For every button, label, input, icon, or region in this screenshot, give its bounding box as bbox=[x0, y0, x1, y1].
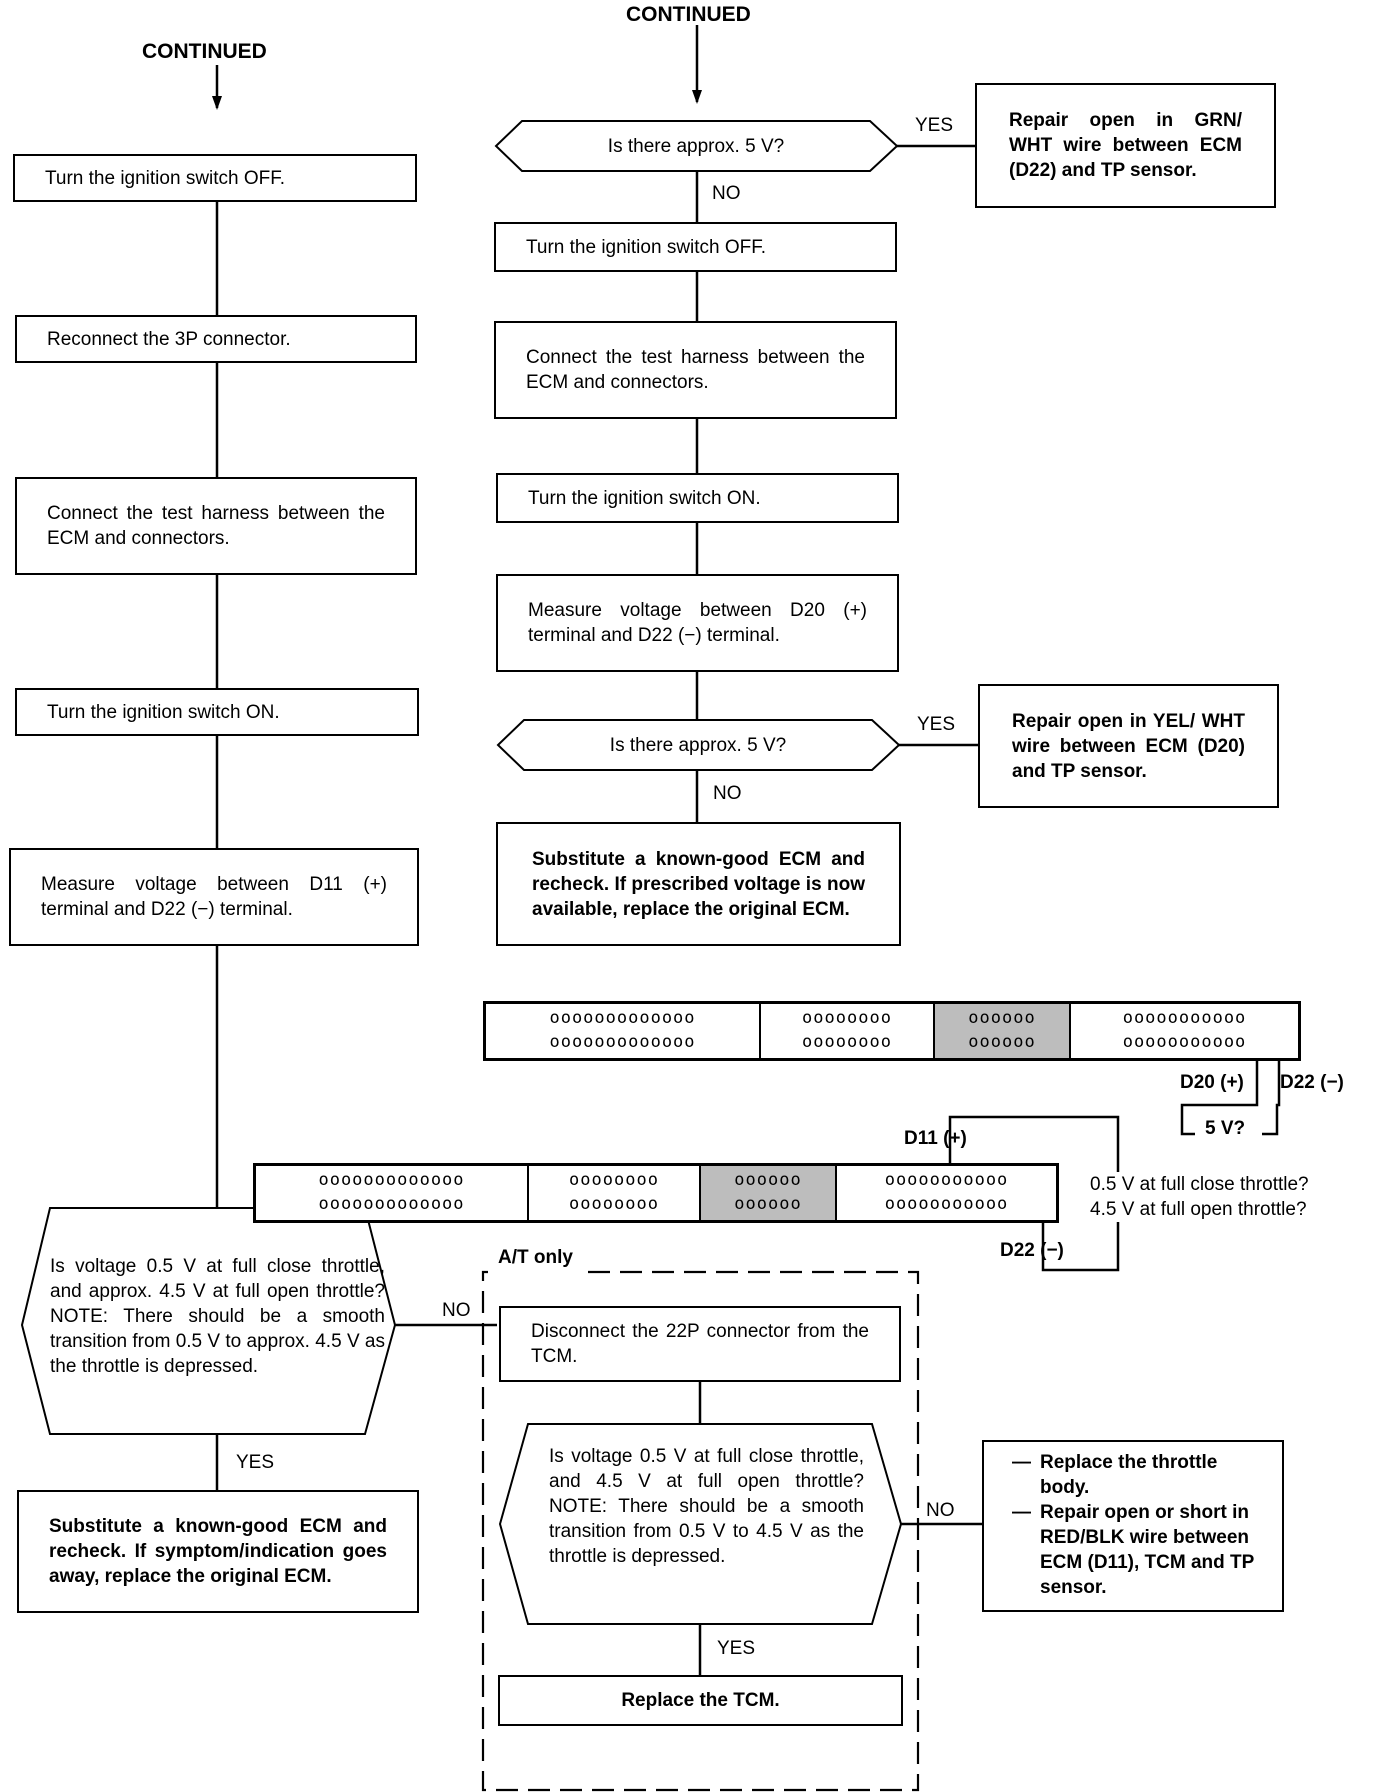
right-result-repair-yel-wht: Repair open in YEL/ WHT wire between ECM… bbox=[978, 684, 1279, 808]
right-decision2-text: Is there approx. 5 V? bbox=[609, 735, 787, 756]
at-result-replace-tcm: Replace the TCM. bbox=[498, 1675, 903, 1726]
right-decision2-yes-label: YES bbox=[917, 714, 956, 735]
top-d20-terminal-label: D20 (+) bbox=[1180, 1072, 1244, 1093]
at-decision-shape bbox=[498, 1423, 903, 1625]
top-meter-wiring-right bbox=[1262, 1046, 1281, 1136]
bottom-d22-terminal-label: D22 (−) bbox=[1000, 1240, 1064, 1261]
left-step-ignition-off: Turn the ignition switch OFF. bbox=[13, 154, 417, 202]
bullet-repair-red-blk-wire: —Repair open or short in RED/BLK wire be… bbox=[1012, 1502, 1254, 1598]
left-step-ignition-on: Turn the ignition switch ON. bbox=[15, 688, 419, 736]
top-d22-terminal-label: D22 (−) bbox=[1280, 1072, 1344, 1093]
at-step-disconnect-22p: Disconnect the 22P connector from the TC… bbox=[499, 1306, 901, 1382]
left-step-reconnect-3p: Reconnect the 3P connector. bbox=[15, 315, 417, 363]
right-step-connect-harness: Connect the test harness between the ECM… bbox=[494, 321, 897, 419]
top-meter-wiring bbox=[1180, 1046, 1259, 1136]
right-step-ignition-on: Turn the ignition switch ON. bbox=[496, 473, 899, 523]
left-step-measure-d11: Measure voltage between D11 (+) terminal… bbox=[9, 848, 419, 946]
bottom-meter-reading-text: 0.5 V at full close throttle?4.5 V at fu… bbox=[1088, 1172, 1311, 1222]
right-step-measure-d20: Measure voltage between D20 (+) terminal… bbox=[496, 574, 899, 672]
right-decision2-shape bbox=[496, 719, 901, 771]
right-step-ignition-off: Turn the ignition switch OFF. bbox=[494, 222, 897, 272]
left-yes-label: YES bbox=[236, 1452, 275, 1473]
left-decision-text: Is voltage 0.5 V at full close throttle,… bbox=[50, 1256, 385, 1377]
left-decision-shape bbox=[20, 1207, 397, 1435]
left-no-label: NO bbox=[442, 1300, 471, 1321]
right-result-repair-grn-wht: Repair open in GRN/ WHT wire between ECM… bbox=[975, 83, 1276, 208]
at-only-frame bbox=[481, 1270, 920, 1792]
left-continued-header: CONTINUED bbox=[142, 40, 267, 63]
right-decision1-no-label: NO bbox=[712, 183, 741, 204]
right-result-substitute-ecm: Substitute a known-good ECM and recheck.… bbox=[496, 822, 901, 946]
right-decision1-shape bbox=[494, 120, 899, 172]
left-result-substitute-ecm: Substitute a known-good ECM and recheck.… bbox=[17, 1490, 419, 1613]
at-only-label: A/T only bbox=[498, 1247, 573, 1268]
left-step-connect-harness: Connect the test harness between the ECM… bbox=[15, 477, 417, 575]
at-decision-text: Is voltage 0.5 V at full close throttle,… bbox=[549, 1446, 864, 1567]
right-decision2-no-label: NO bbox=[713, 783, 742, 804]
right-decision1-yes-label: YES bbox=[915, 115, 954, 136]
top-meter-5v-label: 5 V? bbox=[1205, 1118, 1246, 1139]
at-result-replace-throttle: —Replace the throttle body. —Repair open… bbox=[982, 1440, 1284, 1612]
bullet-replace-throttle-body: —Replace the throttle body. bbox=[1012, 1452, 1218, 1498]
right-decision1-text: Is there approx. 5 V? bbox=[607, 136, 785, 157]
at-yes-label: YES bbox=[717, 1638, 756, 1659]
at-no-label: NO bbox=[926, 1500, 955, 1521]
right-continued-header: CONTINUED bbox=[626, 3, 751, 26]
bottom-d11-terminal-label: D11 (+) bbox=[904, 1128, 967, 1149]
